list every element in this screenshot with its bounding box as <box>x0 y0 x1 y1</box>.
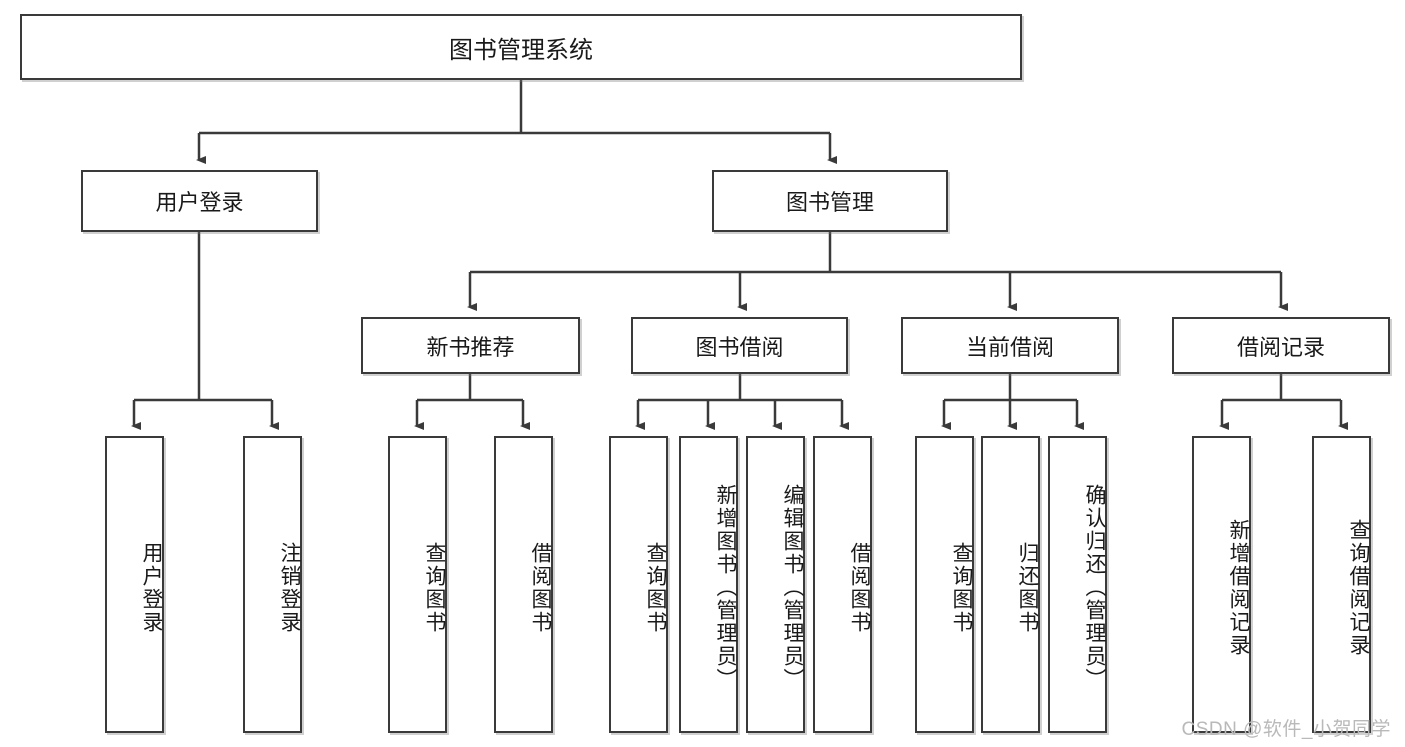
node-label: 借阅图书 <box>848 541 871 634</box>
leaf-user-login-logout[interactable]: 注销登录 <box>243 436 302 733</box>
node-label: 图书管理 <box>785 190 874 215</box>
leaf-book-borrow-query[interactable]: 查询图书 <box>609 436 668 733</box>
node-label: 新增图书（管理员） <box>714 484 737 691</box>
leaf-book-borrow-add[interactable]: 新增图书（管理员） <box>679 436 738 733</box>
node-borrow-record[interactable]: 借阅记录 <box>1172 317 1390 374</box>
leaf-user-login-login[interactable]: 用户登录 <box>105 436 164 733</box>
node-current-borrow[interactable]: 当前借阅 <box>901 317 1119 374</box>
node-book-management-system[interactable]: 图书管理系统 <box>20 14 1022 80</box>
node-label: 注销登录 <box>278 541 301 634</box>
node-label: 查询图书 <box>644 541 667 634</box>
node-label: 用户登录 <box>140 541 163 634</box>
csdn-watermark: CSDN @软件_小贺同学 <box>1181 719 1391 740</box>
node-label: 查询借阅记录 <box>1347 518 1370 657</box>
node-label: 编辑图书（管理员） <box>781 484 804 691</box>
node-label: 新增借阅记录 <box>1227 518 1250 657</box>
leaf-current-borrow-query[interactable]: 查询图书 <box>915 436 974 733</box>
node-label: 确认归还（管理员） <box>1083 484 1106 691</box>
node-user-login[interactable]: 用户登录 <box>81 170 318 232</box>
node-label: 查询图书 <box>423 541 446 634</box>
leaf-current-borrow-return[interactable]: 归还图书 <box>981 436 1040 733</box>
node-book-borrow[interactable]: 图书借阅 <box>631 317 848 374</box>
leaf-new-book-query[interactable]: 查询图书 <box>388 436 447 733</box>
node-label: 图书借阅 <box>695 334 784 360</box>
node-new-book-recommend[interactable]: 新书推荐 <box>361 317 580 374</box>
leaf-book-borrow-edit[interactable]: 编辑图书（管理员） <box>746 436 805 733</box>
node-label: 借阅记录 <box>1236 334 1325 360</box>
leaf-borrow-record-query[interactable]: 查询借阅记录 <box>1312 436 1371 733</box>
leaf-current-borrow-confirm-return[interactable]: 确认归还（管理员） <box>1048 436 1107 733</box>
node-label: 归还图书 <box>1016 541 1039 634</box>
node-label: 当前借阅 <box>965 334 1054 360</box>
leaf-borrow-record-add[interactable]: 新增借阅记录 <box>1192 436 1251 733</box>
node-label: 用户登录 <box>155 190 244 215</box>
node-label: 新书推荐 <box>426 334 515 360</box>
node-label: 查询图书 <box>950 541 973 634</box>
leaf-new-book-borrow[interactable]: 借阅图书 <box>494 436 553 733</box>
node-label: 借阅图书 <box>529 541 552 634</box>
node-label: 图书管理系统 <box>449 36 593 64</box>
leaf-book-borrow-borrow[interactable]: 借阅图书 <box>813 436 872 733</box>
node-book-management[interactable]: 图书管理 <box>712 170 948 232</box>
